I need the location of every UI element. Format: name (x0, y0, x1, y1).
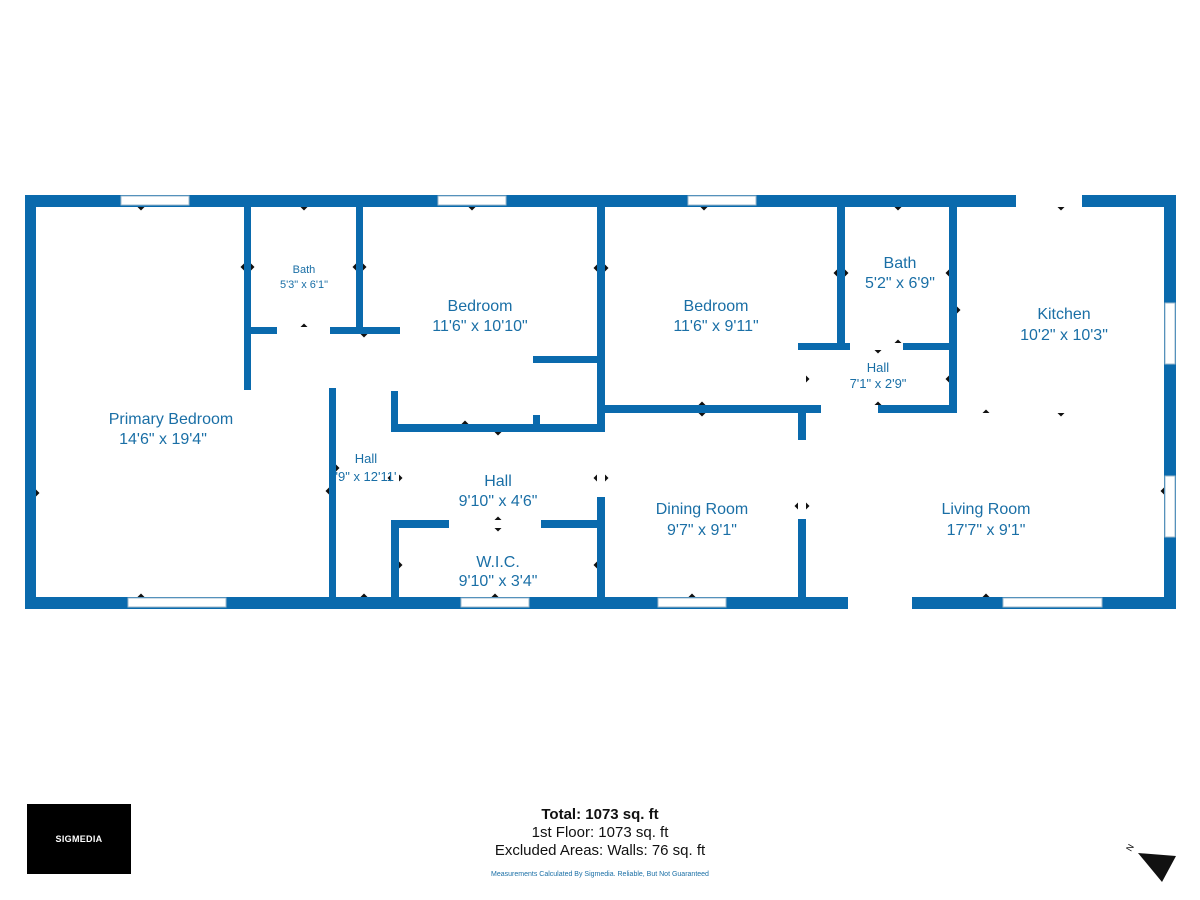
dimension-marker (240, 263, 244, 271)
dimension-marker (698, 413, 706, 417)
room-hall-2: Hall 7'1" x 2'9" (850, 360, 907, 391)
dimension-marker (494, 528, 502, 532)
dimension-marker (491, 593, 499, 597)
room-name: Bedroom (448, 298, 513, 315)
dimension-marker (352, 263, 356, 271)
room-dimensions: 9'10" x 4'6" (459, 493, 538, 510)
dimension-marker (300, 323, 308, 327)
dimension-markers (36, 207, 1164, 597)
walls (25, 195, 1176, 609)
area-summary: Total: 1073 sq. ft 1st Floor: 1073 sq. f… (450, 806, 750, 878)
room-hall-1: Hall '9" x 12'11' (336, 451, 397, 484)
dimension-marker (894, 339, 902, 343)
dimension-marker (1057, 413, 1065, 417)
openings (848, 195, 1082, 609)
dimension-marker (36, 489, 40, 497)
dimension-marker (700, 207, 708, 211)
room-dimensions: 10'2" x 10'3" (1020, 327, 1108, 344)
room-bedroom-2: Bedroom 11'6" x 9'11" (673, 298, 758, 335)
room-name: Bedroom (684, 298, 749, 315)
dimension-marker (874, 401, 882, 405)
disclaimer: Measurements Calculated By Sigmedia. Rel… (491, 871, 709, 878)
north-arrow-icon: N (1124, 842, 1176, 882)
dimension-marker (698, 401, 706, 405)
room-dimensions: 14'6" x 19'4" (119, 431, 207, 448)
room-hall-3: Hall 9'10" x 4'6" (459, 473, 538, 510)
room-dimensions: 5'3" x 6'1" (280, 279, 328, 291)
room-dimensions: 17'7" x 9'1" (947, 522, 1026, 539)
room-dimensions: 9'7" x 9'1" (667, 522, 737, 539)
room-name: Bath (293, 264, 316, 276)
room-dimensions: 7'1" x 2'9" (850, 376, 907, 391)
dimension-marker (336, 464, 340, 472)
room-name: Bath (884, 255, 917, 272)
dimension-marker (593, 474, 597, 482)
room-name: W.I.C. (476, 554, 520, 571)
dimension-marker (360, 334, 368, 338)
dimension-marker (845, 269, 849, 277)
dimension-marker (605, 264, 609, 272)
dimension-marker (806, 502, 810, 510)
dimension-marker (833, 269, 837, 277)
total-area: Total: 1073 sq. ft (541, 806, 659, 823)
dimension-marker (957, 306, 961, 314)
dimension-marker (1160, 487, 1164, 495)
floor-area: 1st Floor: 1073 sq. ft (531, 824, 669, 841)
dimension-marker (593, 264, 597, 272)
room-dimensions: 11'6" x 10'10" (432, 318, 527, 335)
dimension-marker (894, 207, 902, 211)
dimension-marker (874, 350, 882, 354)
room-dimensions: 11'6" x 9'11" (673, 318, 758, 335)
dimension-marker (945, 375, 949, 383)
room-bath-2: Bath 5'2" x 6'9" (865, 255, 935, 292)
dimension-marker (137, 593, 145, 597)
room-name: Kitchen (1037, 306, 1090, 323)
logo-text: SIGMEDIA (55, 834, 103, 844)
dimension-marker (806, 375, 810, 383)
windows (120, 195, 1176, 608)
compass-label: N (1124, 842, 1136, 853)
room-living-room: Living Room 17'7" x 9'1" (942, 501, 1031, 539)
dimension-marker (982, 593, 990, 597)
room-dining-room: Dining Room 9'7" x 9'1" (656, 501, 748, 539)
room-name: Primary Bedroom (109, 411, 233, 428)
dimension-marker (605, 474, 609, 482)
room-bath-1: Bath 5'3" x 6'1" (280, 264, 328, 291)
dimension-marker (468, 207, 476, 211)
room-dimensions: 9'10" x 3'4" (459, 573, 538, 590)
room-name: Hall (867, 360, 890, 375)
room-name: Living Room (942, 501, 1031, 518)
room-name: Hall (355, 451, 378, 466)
dimension-marker (945, 269, 949, 277)
sigmedia-logo: SIGMEDIA (27, 804, 131, 874)
room-bedroom-1: Bedroom 11'6" x 10'10" (432, 298, 527, 335)
dimension-marker (360, 593, 368, 597)
dimension-marker (982, 409, 990, 413)
room-kitchen: Kitchen 10'2" x 10'3" (1020, 306, 1108, 344)
room-name: Dining Room (656, 501, 748, 518)
room-dimensions: 5'2" x 6'9" (865, 275, 935, 292)
dimension-marker (387, 474, 391, 482)
room-dimensions: '9" x 12'11' (336, 469, 397, 484)
dimension-marker (794, 502, 798, 510)
excluded-area: Excluded Areas: Walls: 76 sq. ft (494, 842, 706, 859)
dimension-marker (399, 474, 403, 482)
dimension-marker (363, 263, 367, 271)
dimension-marker (593, 561, 597, 569)
dimension-marker (688, 593, 696, 597)
dimension-marker (494, 516, 502, 520)
dimension-marker (325, 487, 329, 495)
room-wic: W.I.C. 9'10" x 3'4" (459, 554, 538, 590)
dimension-marker (137, 207, 145, 211)
room-primary-bedroom: Primary Bedroom 14'6" x 19'4" (109, 411, 233, 448)
dimension-marker (494, 432, 502, 436)
dimension-marker (1057, 207, 1065, 211)
room-name: Hall (484, 473, 512, 490)
dimension-marker (461, 420, 469, 424)
dimension-marker (251, 263, 255, 271)
dimension-marker (399, 561, 403, 569)
dimension-marker (300, 207, 308, 211)
